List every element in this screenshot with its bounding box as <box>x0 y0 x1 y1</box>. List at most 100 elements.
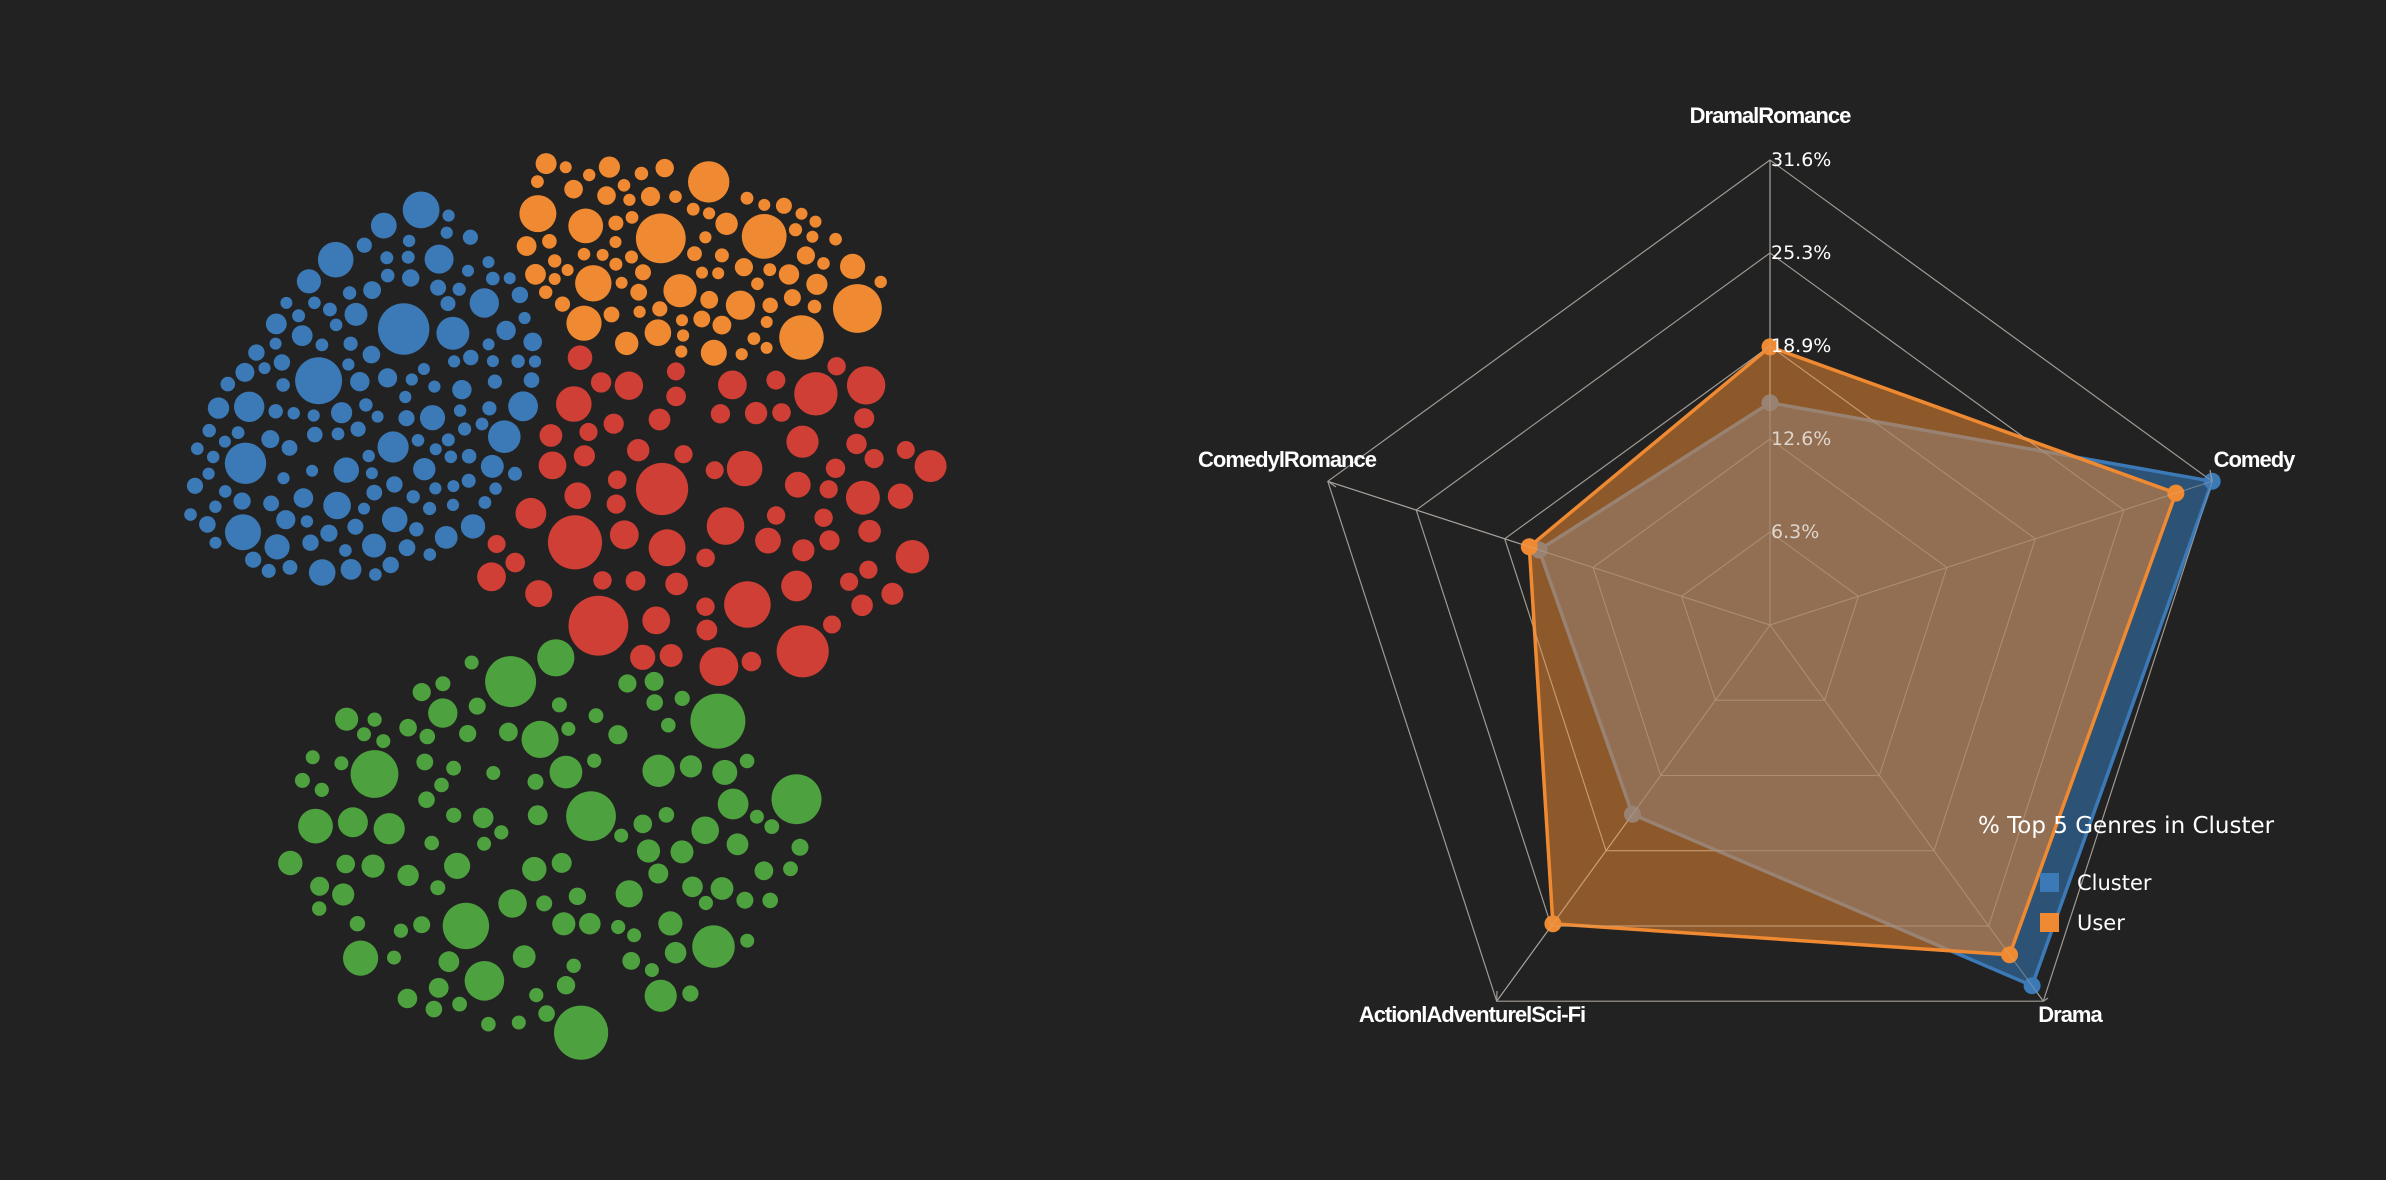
cluster-bubble[interactable] <box>398 410 415 427</box>
cluster-bubble[interactable] <box>323 491 351 520</box>
cluster-bubble[interactable] <box>575 265 612 302</box>
cluster-bubble[interactable] <box>762 297 778 313</box>
cluster-bubble[interactable] <box>387 950 401 965</box>
cluster-bubble[interactable] <box>623 193 636 206</box>
cluster-bubble[interactable] <box>295 357 343 405</box>
cluster-bubble[interactable] <box>273 354 291 371</box>
cluster-bubble[interactable] <box>440 296 456 312</box>
cluster-bubble[interactable] <box>296 269 321 294</box>
cluster-bubble[interactable] <box>548 273 561 285</box>
cluster-bubble[interactable] <box>896 441 915 459</box>
cluster-bubble[interactable] <box>887 483 914 509</box>
cluster-bubble[interactable] <box>556 386 592 422</box>
cluster-bubble[interactable] <box>703 207 716 220</box>
cluster-bubble[interactable] <box>710 877 734 900</box>
cluster-bubble[interactable] <box>529 988 544 1003</box>
cluster-bubble[interactable] <box>292 309 306 323</box>
cluster-bubble[interactable] <box>231 426 245 439</box>
cluster-bubble[interactable] <box>527 773 544 790</box>
cluster-bubble[interactable] <box>712 759 738 785</box>
cluster-bubble[interactable] <box>677 329 690 342</box>
cluster-bubble[interactable] <box>307 426 323 443</box>
cluster-bubble[interactable] <box>705 461 724 480</box>
cluster-bubble[interactable] <box>317 241 354 278</box>
cluster-bubble[interactable] <box>459 725 477 743</box>
cluster-bubble[interactable] <box>362 345 381 364</box>
cluster-bubble[interactable] <box>429 482 442 495</box>
cluster-bubble[interactable] <box>424 244 454 274</box>
cluster-bubble[interactable] <box>755 527 781 554</box>
cluster-bubble[interactable] <box>603 306 620 323</box>
cluster-bubble[interactable] <box>564 482 591 510</box>
cluster-bubble[interactable] <box>751 277 764 291</box>
cluster-bubble[interactable] <box>670 840 694 864</box>
cluster-bubble[interactable] <box>618 674 637 693</box>
cluster-bubble[interactable] <box>282 560 298 575</box>
cluster-bubble[interactable] <box>349 916 366 932</box>
cluster-bubble[interactable] <box>699 231 712 244</box>
cluster-bubble[interactable] <box>725 290 756 320</box>
cluster-bubble[interactable] <box>202 423 216 438</box>
cluster-bubble[interactable] <box>523 372 540 388</box>
cluster-bubble[interactable] <box>642 754 675 787</box>
cluster-bubble[interactable] <box>469 288 499 318</box>
cluster-bubble[interactable] <box>442 209 455 222</box>
cluster-bubble[interactable] <box>416 753 434 771</box>
cluster-bubble[interactable] <box>609 520 639 550</box>
cluster-bubble[interactable] <box>714 248 729 263</box>
cluster-bubble[interactable] <box>344 302 368 326</box>
cluster-bubble[interactable] <box>552 912 576 936</box>
cluster-bubble[interactable] <box>461 448 477 464</box>
cluster-bubble[interactable] <box>505 552 525 573</box>
cluster-bubble[interactable] <box>331 402 353 424</box>
cluster-bubble[interactable] <box>551 697 567 713</box>
cluster-bubble[interactable] <box>764 819 780 834</box>
cluster-bubble[interactable] <box>554 1005 609 1060</box>
cluster-bubble[interactable] <box>369 568 382 581</box>
cluster-bubble[interactable] <box>218 435 231 448</box>
cluster-bubble[interactable] <box>754 861 774 881</box>
cluster-bubble[interactable] <box>334 756 349 771</box>
cluster-bubble[interactable] <box>435 676 451 692</box>
cluster-bubble[interactable] <box>642 606 671 635</box>
cluster-bubble[interactable] <box>717 788 749 820</box>
cluster-bubble[interactable] <box>633 814 653 834</box>
radar-point-user[interactable] <box>1761 338 1779 356</box>
cluster-bubble[interactable] <box>225 514 261 551</box>
cluster-bubble[interactable] <box>418 791 435 808</box>
cluster-bubble[interactable] <box>336 854 356 874</box>
cluster-bubble[interactable] <box>333 457 359 483</box>
cluster-bubble[interactable] <box>895 540 930 574</box>
cluster-bubble[interactable] <box>293 488 314 508</box>
cluster-bubble[interactable] <box>428 380 441 393</box>
cluster-bubble[interactable] <box>840 253 866 279</box>
cluster-bubble[interactable] <box>669 190 682 203</box>
cluster-bubble[interactable] <box>482 256 495 269</box>
cluster-bubble[interactable] <box>696 548 715 568</box>
cluster-bubble[interactable] <box>428 698 458 728</box>
cluster-bubble[interactable] <box>499 722 518 742</box>
cluster-bubble[interactable] <box>263 495 279 512</box>
cluster-bubble[interactable] <box>741 651 762 672</box>
cluster-bubble[interactable] <box>615 880 643 908</box>
cluster-bubble[interactable] <box>734 258 754 277</box>
cluster-bubble[interactable] <box>775 197 792 214</box>
cluster-bubble[interactable] <box>191 442 204 456</box>
cluster-bubble[interactable] <box>452 282 466 296</box>
cluster-bubble[interactable] <box>307 409 320 422</box>
cluster-bubble[interactable] <box>718 370 747 400</box>
cluster-bubble[interactable] <box>590 372 612 393</box>
cluster-bubble[interactable] <box>430 880 446 896</box>
cluster-bubble[interactable] <box>269 337 282 350</box>
cluster-bubble[interactable] <box>666 362 685 381</box>
cluster-bubble[interactable] <box>535 153 557 175</box>
cluster-bubble[interactable] <box>858 519 881 543</box>
cluster-bubble[interactable] <box>547 515 603 570</box>
cluster-bubble[interactable] <box>674 445 693 464</box>
cluster-bubble[interactable] <box>819 530 840 551</box>
cluster-bubble[interactable] <box>693 310 711 328</box>
cluster-bubble[interactable] <box>425 1000 443 1018</box>
cluster-bubble[interactable] <box>209 500 222 513</box>
cluster-bubble[interactable] <box>606 494 626 514</box>
cluster-bubble[interactable] <box>687 246 702 261</box>
